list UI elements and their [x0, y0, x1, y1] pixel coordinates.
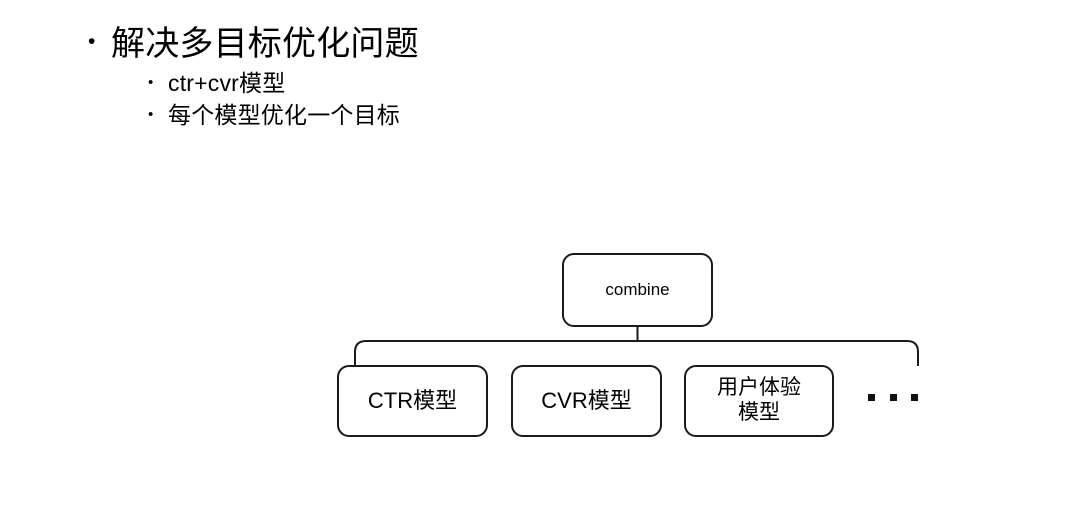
bullet-text-1: ctr+cvr模型: [168, 70, 286, 96]
ellipsis-more-icon: [868, 382, 918, 412]
bullet-item-2: • 每个模型优化一个目标: [148, 100, 788, 131]
bullet-text-0: 解决多目标优化问题: [111, 25, 419, 63]
node-cvr-model[interactable]: CVR模型: [511, 365, 662, 437]
bullet-marker-icon: •: [148, 106, 154, 123]
node-user-experience-model[interactable]: 用户体验 模型: [684, 365, 834, 437]
bullet-marker-icon: •: [148, 74, 154, 91]
node-combine[interactable]: combine: [562, 253, 713, 327]
ellipsis-dot-3: [911, 393, 918, 401]
node-user-experience-model-label: 用户体验 模型: [717, 376, 801, 424]
bullet-marker-icon: •: [88, 30, 96, 53]
bullet-text-2: 每个模型优化一个目标: [168, 102, 400, 128]
ellipsis-dot-1: [868, 393, 875, 401]
node-ctr-model-label: CTR模型: [367, 388, 458, 414]
bullet-list: • 解决多目标优化问题 • ctr+cvr模型 • 每个模型优化一个目标: [88, 22, 788, 132]
node-combine-label: combine: [605, 279, 670, 299]
bullet-item-0: • 解决多目标优化问题: [88, 22, 788, 66]
ellipsis-dot-2: [889, 393, 897, 401]
node-cvr-model-label: CVR模型: [541, 388, 632, 414]
bullet-item-1: • ctr+cvr模型: [148, 68, 788, 99]
node-ctr-model[interactable]: CTR模型: [337, 365, 488, 437]
connector-bus: [354, 340, 919, 366]
